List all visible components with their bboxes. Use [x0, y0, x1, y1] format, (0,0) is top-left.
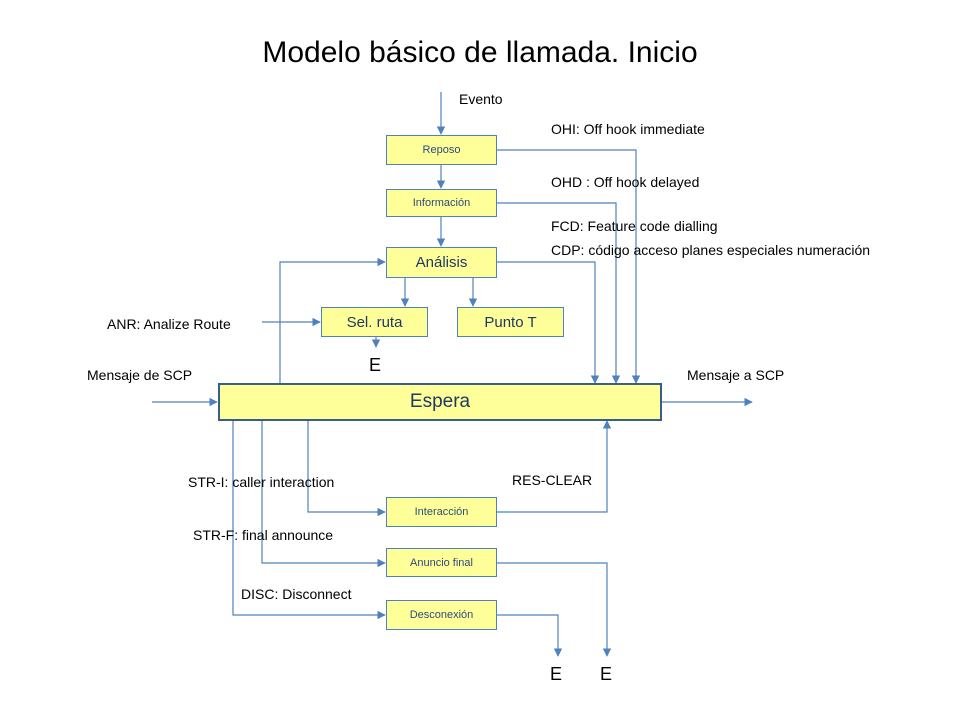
node-punto-t: Punto T: [457, 307, 564, 337]
label-mensaje-de-scp: Mensaje de SCP: [87, 367, 193, 383]
label-ohd: OHD : Off hook delayed: [551, 174, 700, 190]
label-res-clear: RES-CLEAR: [512, 472, 593, 488]
arrow-reposo-espera: [497, 149, 641, 384]
label-str-i: STR-I: caller interaction: [188, 474, 335, 490]
end-marker-desconexion: E: [550, 664, 563, 684]
node-sel-ruta: Sel. ruta: [321, 307, 428, 337]
arrow-anuncio-e: [497, 562, 612, 657]
end-marker-anuncio: E: [600, 664, 613, 684]
arrow-espera-interaccion: [307, 421, 386, 517]
label-mensaje-a-scp: Mensaje a SCP: [687, 367, 785, 383]
node-analisis: Análisis: [386, 247, 497, 278]
label-ohi: OHI: Off hook immediate: [551, 121, 705, 137]
label-evento: Evento: [459, 91, 503, 107]
label-str-f: STR-F: final announce: [193, 527, 334, 543]
node-espera: Espera: [218, 383, 662, 421]
node-desconexion: Desconexión: [386, 600, 497, 630]
page-title: Modelo básico de llamada. Inicio: [262, 36, 698, 69]
arrow-informacion-espera: [497, 202, 621, 384]
label-cdp: CDP: código acceso planes especiales num…: [551, 242, 871, 258]
label-disc: DISC: Disconnect: [241, 586, 352, 602]
end-marker-selruta: E: [369, 355, 382, 375]
node-reposo: Reposo: [386, 135, 497, 165]
arrow-espera-analisis: [279, 257, 386, 383]
node-informacion: Información: [386, 189, 497, 217]
arrow-analisis-espera: [497, 261, 600, 384]
node-interaccion: Interacción: [386, 497, 497, 527]
arrow-desconexion-e: [497, 614, 563, 657]
label-anr: ANR: Analize Route: [107, 316, 231, 332]
node-anuncio-final: Anuncio final: [386, 548, 497, 577]
arrow-espera-desconexion: [232, 421, 386, 620]
label-fcd: FCD: Feature code dialling: [551, 218, 718, 234]
arrow-espera-anuncio: [261, 421, 386, 568]
arrow-interaccion-espera: [497, 420, 612, 513]
